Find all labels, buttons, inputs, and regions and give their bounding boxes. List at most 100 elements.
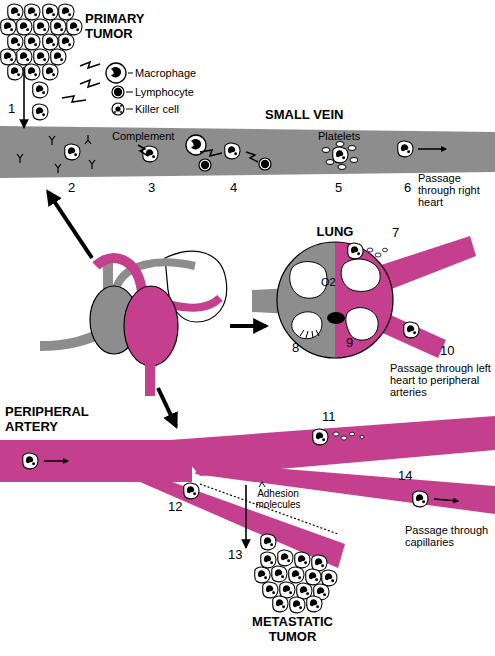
- illustration-part: [255, 567, 270, 583]
- illustration-part: [25, 4, 40, 20]
- illustration-part: [80, 62, 100, 68]
- callout-number: 1: [8, 102, 15, 116]
- artery-events: [23, 429, 458, 550]
- illustration-part: [383, 248, 388, 252]
- illustration-part: [0, 440, 192, 482]
- illustration-part: [230, 324, 266, 328]
- illustration-part: [67, 19, 82, 35]
- illustration-part: [17, 135, 95, 173]
- node-title: SMALL VEIN: [265, 107, 385, 122]
- annotation-label: Lymphocyte: [135, 86, 194, 98]
- illustration-part: [40, 334, 100, 346]
- callout-number: 10: [440, 344, 454, 358]
- lung-circle: LUNG: [270, 222, 400, 362]
- illustration-part: [261, 534, 276, 550]
- lung-vessels: [252, 236, 476, 358]
- illustration-part: [333, 147, 348, 163]
- illustration-part: [280, 582, 295, 598]
- illustration-part: [33, 82, 48, 98]
- illustration-part: [350, 158, 358, 163]
- illustration-part: [418, 148, 446, 150]
- illustration-part: [333, 432, 364, 440]
- callout-number: 13: [228, 548, 242, 562]
- vein-events: [17, 104, 446, 173]
- illustration-part: [184, 483, 199, 499]
- illustration-part: [80, 80, 100, 87]
- illustration-part: [96, 258, 142, 292]
- illustration-part: [261, 552, 276, 568]
- illustration-part: [33, 104, 48, 120]
- illustration-part: [306, 569, 321, 585]
- illustration-part: [289, 567, 304, 583]
- illustration-part: [322, 142, 358, 170]
- illustration-part: [290, 597, 305, 613]
- illustration-part: [290, 259, 380, 340]
- vein-band: SMALL VEIN: [0, 128, 495, 178]
- illustration-part: [145, 362, 155, 396]
- illustration-part: [295, 552, 310, 568]
- illustration-part: [341, 436, 347, 440]
- illustration-part: [278, 550, 293, 566]
- illustration-part: [360, 436, 364, 439]
- illustration-part: [51, 49, 66, 65]
- annotation-label: Adhesion molecules: [250, 488, 306, 510]
- illustration-part: [335, 242, 393, 358]
- illustration-part: [277, 242, 393, 358]
- callout-number: 6: [404, 181, 411, 195]
- illustration-part: [259, 482, 265, 487]
- illustration-part: [378, 236, 476, 292]
- illustration-part: [138, 145, 148, 156]
- illustration-part: [348, 243, 363, 259]
- illustration-part: [246, 152, 258, 162]
- illustration-part: [367, 248, 388, 257]
- illustration-part: [140, 474, 345, 568]
- illustration-part: [338, 165, 346, 170]
- illustration-part: [375, 253, 381, 257]
- annotation-label: Passage through left heart to peripheral…: [390, 362, 494, 398]
- illustration-part: [124, 286, 178, 366]
- illustration-part: [336, 142, 344, 147]
- node-title: PERIPHERAL ARTERY: [5, 404, 105, 434]
- illustration-part: [44, 460, 68, 462]
- illustration-part: [327, 312, 345, 324]
- callout-number: 9: [346, 336, 353, 350]
- callout-number: 4: [230, 181, 237, 195]
- illustration-part: [112, 103, 124, 115]
- metastatic-tumor-cells: [255, 550, 337, 613]
- callout-number: 14: [398, 469, 412, 483]
- illustration-part: [404, 322, 419, 338]
- illustration-part: [126, 109, 133, 110]
- callout-number: 7: [392, 226, 399, 240]
- illustration-part: [195, 462, 495, 514]
- vein-band: [0, 126, 495, 178]
- artery-band: PERIPHERAL ARTERY: [0, 402, 255, 485]
- annotation-label: Passage through right heart: [418, 172, 494, 208]
- immune-key: [62, 62, 133, 115]
- annotation-label: Platelets: [318, 130, 360, 142]
- illustration-part: [112, 86, 124, 98]
- illustration-part: [272, 566, 287, 582]
- illustration-part: [51, 19, 66, 35]
- illustration-part: [322, 148, 330, 153]
- annotation-label: O2: [321, 276, 336, 288]
- illustration-part: [313, 429, 328, 445]
- illustration-part: [43, 64, 58, 80]
- tumor-cluster: PRIMARY TUMOR: [5, 5, 155, 67]
- illustration-part: [341, 259, 380, 291]
- illustration-part: [23, 453, 38, 469]
- illustration-part: [263, 582, 278, 598]
- annotation-label: Passage through capillaries: [405, 524, 493, 548]
- illustration-part: [322, 570, 337, 586]
- illustration-part: [367, 248, 373, 252]
- primary-tumor-cells: [1, 4, 82, 98]
- illustration-part: [158, 388, 176, 426]
- illustration-part: [333, 432, 339, 436]
- illustration-part: [1, 19, 16, 35]
- flow-arrow: [245, 485, 247, 548]
- illustration-part: [59, 34, 74, 50]
- illustration-part: [277, 242, 335, 358]
- callout-number: 11: [322, 410, 336, 424]
- illustration-part: [398, 141, 413, 157]
- illustration-part: [200, 150, 222, 156]
